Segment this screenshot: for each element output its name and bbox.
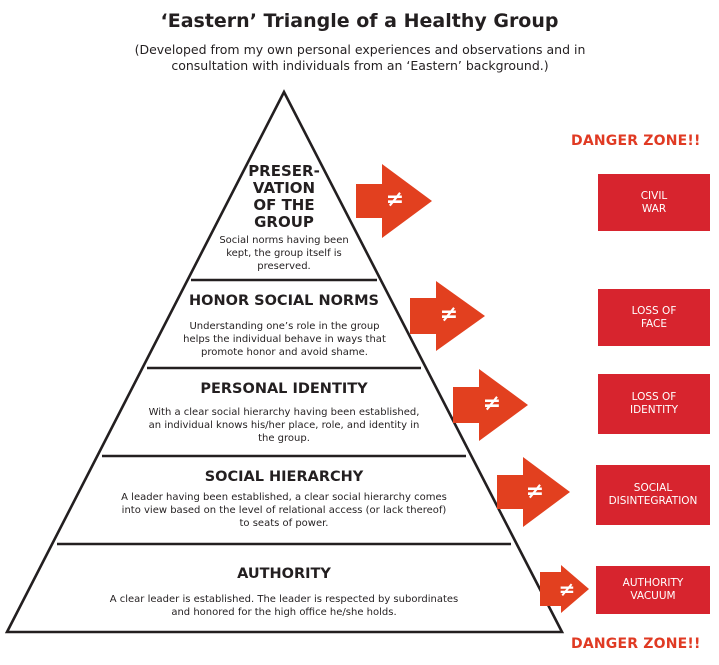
danger-box-line: AUTHORITY <box>622 577 684 589</box>
level-title-personal-identity: PERSONAL IDENTITY <box>200 381 368 397</box>
level-title-honor-social-norms: HONOR SOCIAL NORMS <box>189 293 379 309</box>
level-desc-preservation: Social norms having been kept, the group… <box>219 235 349 272</box>
danger-box-line: SOCIAL <box>633 482 673 494</box>
danger-zone-label-bottom: DANGER ZONE!! <box>571 636 701 652</box>
danger-box-line: CIVIL <box>640 189 668 202</box>
diagram-subtitle: (Developed from my own personal experien… <box>134 42 586 73</box>
level-desc-honor-social-norms: Understanding one’s role in the group he… <box>183 321 386 358</box>
arrow-5 <box>540 565 589 613</box>
not-equal-icon: ≠ <box>482 391 502 416</box>
arrow-2 <box>410 281 485 351</box>
not-equal-icon: ≠ <box>385 187 405 212</box>
level-desc-personal-identity: With a clear social hierarchy having bee… <box>148 407 420 444</box>
danger-box-line: LOSS OF <box>631 304 677 317</box>
not-equal-icon: ≠ <box>558 577 576 601</box>
danger-box-line: DISINTEGRATION <box>608 495 698 507</box>
not-equal-icon: ≠ <box>439 302 459 327</box>
level-title-preservation: PRESER- VATION OF THE GROUP <box>248 162 320 231</box>
diagram-title: ‘Eastern’ Triangle of a Healthy Group <box>160 10 559 32</box>
arrow-3 <box>453 369 528 441</box>
arrow-1 <box>356 164 432 238</box>
pyramid-outline <box>4 89 565 634</box>
danger-box-line: WAR <box>641 202 667 215</box>
danger-zone-label-top: DANGER ZONE!! <box>571 133 701 149</box>
danger-box-line: FACE <box>640 317 668 330</box>
level-desc-authority: A clear leader is established. The leade… <box>109 594 459 618</box>
danger-box-line: VACUUM <box>630 590 676 602</box>
arrow-4 <box>497 457 570 527</box>
danger-box-line: IDENTITY <box>629 404 678 416</box>
level-title-social-hierarchy: SOCIAL HIERARCHY <box>204 469 364 485</box>
danger-box-line: LOSS OF <box>631 391 677 403</box>
not-equal-icon: ≠ <box>525 479 545 504</box>
level-title-authority: AUTHORITY <box>237 566 331 582</box>
level-desc-social-hierarchy: A leader having been established, a clea… <box>121 492 447 529</box>
